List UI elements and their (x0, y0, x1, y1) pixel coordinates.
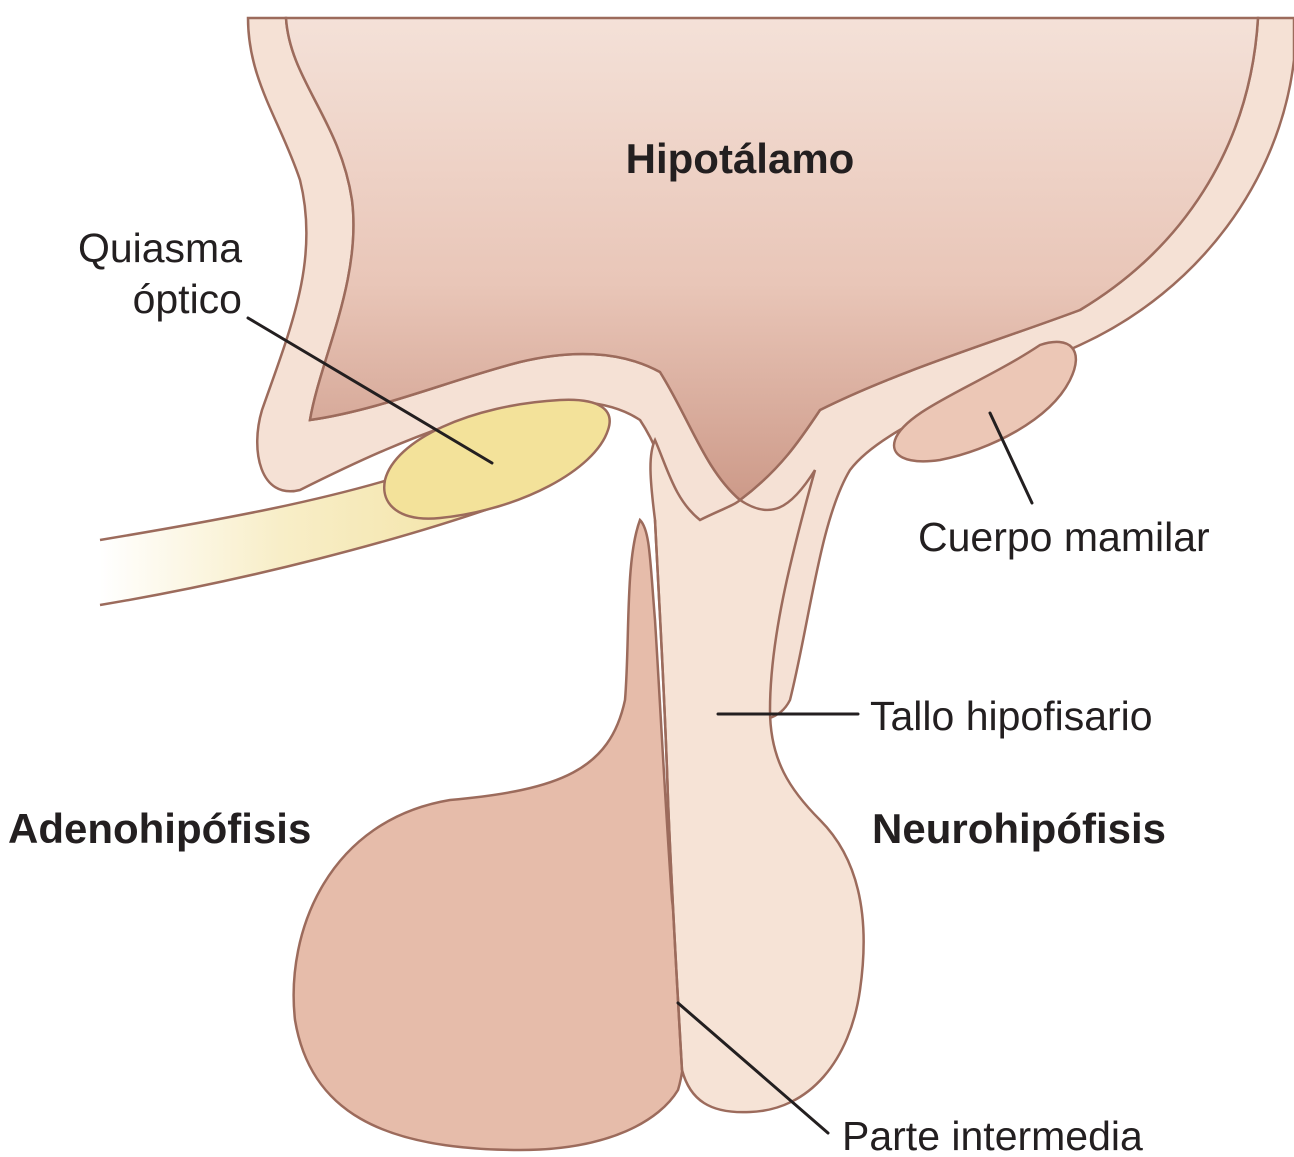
adenohypophysis (294, 520, 685, 1150)
label-hypothalamus: Hipotálamo (626, 135, 855, 182)
label-optic-chiasm-line2: óptico (133, 276, 242, 322)
label-pars-intermedia: Parte intermedia (842, 1113, 1143, 1157)
neurohypophysis (650, 440, 863, 1112)
label-mammillary-body: Cuerpo mamilar (918, 514, 1210, 560)
label-neurohypophysis: Neurohipófisis (872, 805, 1166, 852)
label-adenohypophysis: Adenohipófisis (8, 805, 311, 852)
label-pituitary-stalk: Tallo hipofisario (870, 693, 1153, 739)
label-optic-chiasm-line1: Quiasma (78, 225, 242, 271)
